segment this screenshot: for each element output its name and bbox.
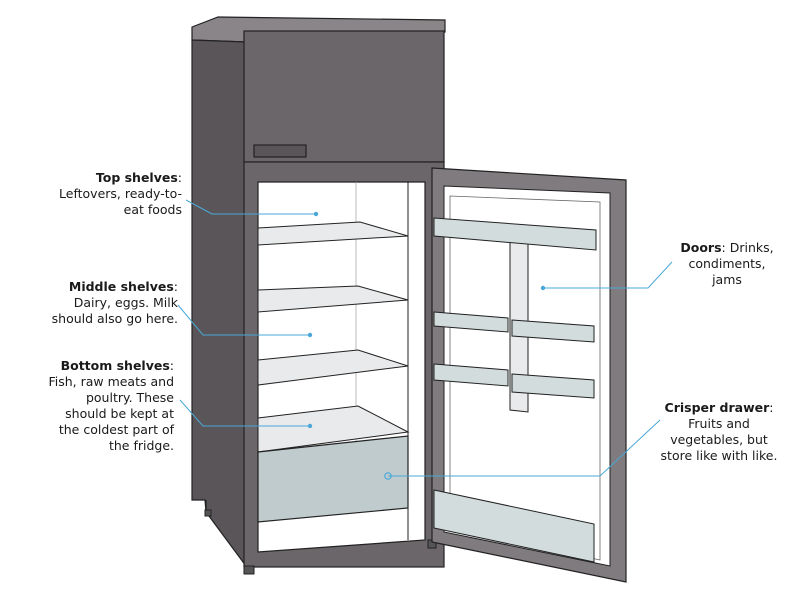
middle-shelf-upper [257, 285, 409, 313]
bottom-shelves-callout: Bottom shelves: Fish, raw meats and poul… [10, 358, 174, 454]
bottom-shelves-line-2: poultry. These [85, 390, 174, 405]
top-shelves-callout: Top shelves: Leftovers, ready-to- eat fo… [10, 170, 182, 218]
crisper-drawer-line-1: Fruits and [688, 416, 750, 431]
door-bin-top [433, 217, 597, 251]
door-bin-right-1 [511, 319, 595, 343]
crisper-drawer-separator: : [769, 400, 774, 415]
top-shelves-separator: : [177, 170, 182, 185]
leg-back-left [204, 509, 212, 517]
doors-inline-text: Drinks, [725, 240, 774, 255]
bottom-shelves-separator: : [169, 358, 174, 373]
door-bin-right-2 [511, 373, 595, 399]
leg-front-left [243, 565, 255, 575]
cabinet-side [191, 39, 247, 568]
doors-separator: : [721, 240, 726, 255]
middle-shelves-callout: Middle shelves: Dairy, eggs. Milk should… [10, 279, 178, 327]
middle-shelves-line-2: should also go here. [51, 311, 178, 326]
crisper-drawer [257, 435, 409, 523]
bottom-shelves-pointer [179, 399, 310, 427]
crisper-drawer-callout: Crisper drawer: Fruits and vegetables, b… [644, 400, 794, 464]
doors-title: Doors [680, 240, 722, 255]
top-shelves-pointer [185, 199, 316, 215]
freezer-door [243, 30, 445, 163]
top-shelves-line-2: eat foods [123, 202, 182, 217]
crisper-drawer-line-2: vegetables, but [670, 432, 768, 447]
crisper-drawer-pointer [388, 419, 661, 477]
top-shelves-line-1: Leftovers, ready-to- [59, 186, 182, 201]
top-shelves-title: Top shelves [95, 170, 178, 185]
middle-shelf-lower [257, 349, 409, 386]
middle-shelves-separator: : [173, 279, 178, 294]
middle-shelves-title: Middle shelves [68, 279, 174, 294]
bottom-shelves-line-1: Fish, raw meats and [48, 374, 174, 389]
bottom-shelves-title: Bottom shelves [60, 358, 170, 373]
bottom-shelves-line-5: the fridge. [108, 438, 174, 453]
middle-shelves-line-1: Dairy, eggs. Milk [73, 295, 178, 310]
door-bin-left-1 [433, 311, 509, 333]
crisper-drawer-title: Crisper drawer [664, 400, 770, 415]
doors-pointer [543, 261, 673, 289]
bottom-shelves-marker [307, 423, 313, 429]
bottom-shelves-line-4: the coldest part of [58, 422, 174, 437]
middle-shelves-marker [307, 332, 313, 338]
top-shelves-marker [313, 211, 319, 217]
door-bin-bottom [433, 489, 595, 563]
doors-marker [540, 285, 546, 291]
freezer-handle [253, 144, 307, 158]
top-shelf [257, 221, 409, 246]
middle-shelves-pointer [177, 304, 310, 336]
doors-line-2: jams [712, 272, 742, 287]
doors-callout: Doors: Drinks, condiments, jams [662, 240, 792, 288]
bottom-shelves-line-3: should be kept at [65, 406, 174, 421]
bottom-shelf [257, 405, 410, 453]
doors-line-1: condiments, [688, 256, 766, 271]
crisper-drawer-marker [384, 472, 392, 480]
crisper-drawer-line-3: store like with like. [660, 448, 778, 463]
door-bin-left-2 [433, 363, 509, 387]
